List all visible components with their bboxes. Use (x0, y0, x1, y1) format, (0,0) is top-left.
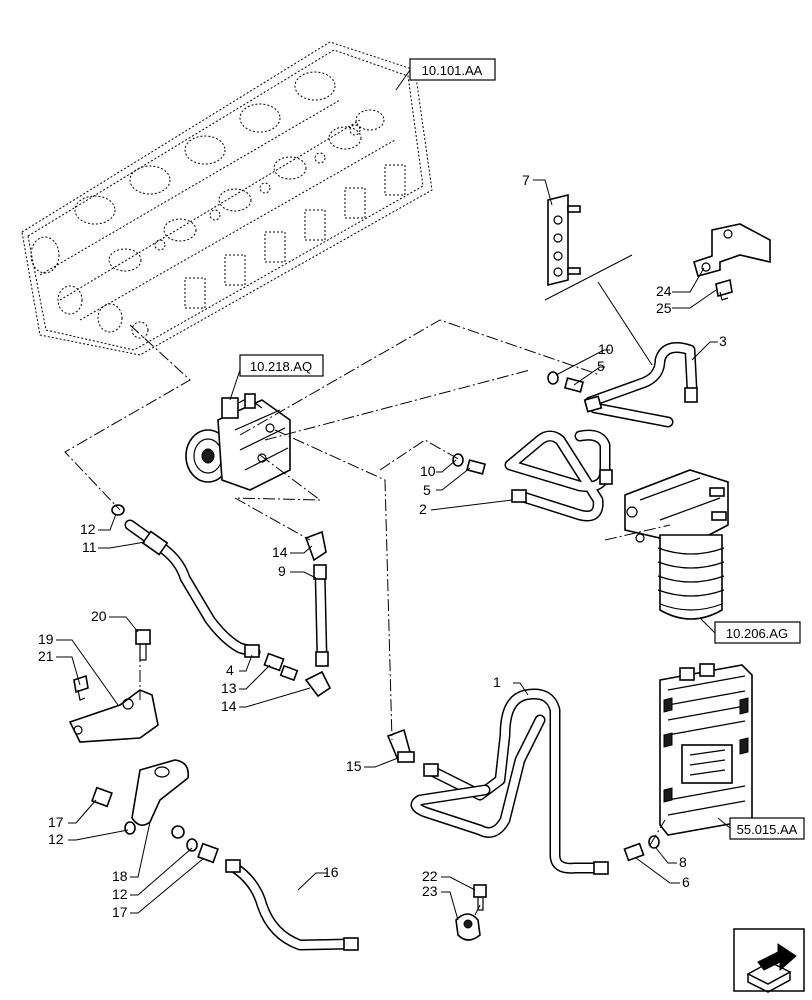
callout-4: 4 (226, 662, 234, 678)
callout-18: 18 (112, 868, 128, 884)
callout-6: 6 (682, 874, 690, 890)
part-19-bracket (68, 689, 159, 743)
callout-9: 9 (278, 563, 286, 579)
part-10-washer-lower (452, 453, 464, 467)
part-11-fuel-line (124, 519, 261, 658)
ref-label-cylinder-head: 10.101.AA (422, 63, 483, 78)
part-1-fuel-line (410, 688, 609, 875)
callout-13: 13 (221, 680, 237, 696)
ref-box-fuel-filter: 10.206.AG (699, 617, 801, 644)
part-12-washer-b (124, 821, 136, 835)
part-21-bolt (73, 674, 89, 701)
ref-label-fuel-filter: 10.206.AG (726, 626, 788, 641)
part-3-fuel-line (583, 342, 698, 428)
part-20-bolt (135, 629, 151, 661)
fuel-filter-illustration (624, 469, 729, 620)
callout-12-c: 12 (112, 886, 128, 902)
part-5-union-lower (465, 459, 487, 475)
callout-10-lower: 10 (420, 463, 436, 479)
callout-8: 8 (679, 854, 687, 870)
part-13-union (263, 652, 299, 682)
callout-20: 20 (91, 608, 107, 624)
callout-14-upper: 14 (272, 544, 288, 560)
part-10-washer-upper (547, 371, 559, 385)
callout-14-lower: 14 (221, 698, 237, 714)
ref-label-ecu: 55.015.AA (737, 822, 798, 837)
leader-lines (56, 179, 718, 921)
callout-22: 22 (422, 868, 438, 884)
callout-21: 21 (38, 648, 54, 664)
callout-17-lower: 17 (112, 904, 128, 920)
callout-5-lower: 5 (423, 482, 431, 498)
callout-15: 15 (346, 758, 362, 774)
callout-numbers: 7 3 10 5 24 25 10 5 2 12 11 14 9 20 19 2… (38, 172, 727, 920)
ref-box-ecu: 55.015.AA (717, 817, 805, 840)
part-16-fuel-line (225, 859, 359, 951)
callout-11: 11 (82, 539, 97, 555)
part-12-washer-a (111, 504, 125, 516)
callout-23: 23 (422, 883, 438, 899)
callout-3: 3 (719, 333, 727, 349)
connection-lines (64, 254, 671, 916)
part-14-elbow-lower (304, 670, 332, 698)
part-6-union (623, 842, 645, 862)
part-22-bolt (473, 884, 487, 911)
ref-box-injection-pump: 10.218.AQ (229, 354, 324, 401)
cylinder-head-illustration (21, 41, 433, 356)
part-23-clip (455, 913, 481, 941)
injection-pump-illustration (185, 393, 291, 491)
part-12-washer-c (186, 838, 198, 852)
next-page-arrow-icon[interactable] (733, 928, 805, 993)
ref-label-injection-pump: 10.218.AQ (250, 359, 312, 374)
part-25-bolt (715, 278, 733, 301)
callout-5-upper: 5 (597, 358, 605, 374)
callout-19: 19 (38, 631, 54, 647)
callout-25: 25 (656, 300, 672, 316)
callout-1: 1 (493, 674, 501, 690)
part-2-fuel-line (504, 429, 613, 522)
ecu-illustration (659, 663, 753, 836)
callout-12-b: 12 (48, 831, 64, 847)
callout-7: 7 (522, 172, 530, 188)
callout-17-upper: 17 (48, 814, 64, 830)
callout-24: 24 (656, 283, 672, 299)
part-9-fuel-line (313, 564, 329, 667)
part-17-fitting-lower (197, 842, 219, 864)
callout-16: 16 (323, 864, 339, 880)
part-24-bracket (693, 223, 771, 277)
callout-12-a: 12 (80, 521, 96, 537)
part-17-fitting-upper (91, 786, 113, 808)
callout-2: 2 (419, 501, 427, 517)
callout-10-upper: 10 (598, 341, 614, 357)
part-18-banjo-fitting (131, 759, 190, 839)
part-7-clip (547, 193, 581, 287)
part-15-elbow (386, 728, 415, 763)
part-14-elbow-upper (304, 530, 327, 562)
ref-box-cylinder-head: 10.101.AA (395, 58, 496, 91)
part-8-washer (648, 835, 660, 849)
